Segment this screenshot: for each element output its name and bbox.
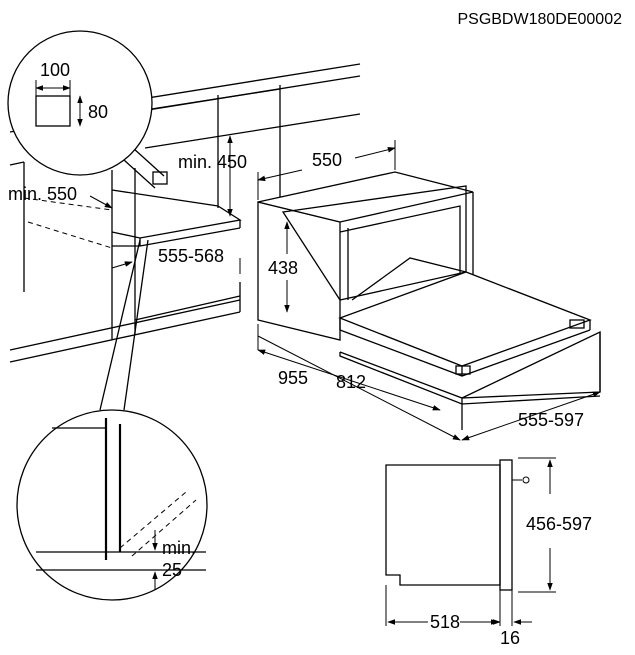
door-open-depth-label: 812 [336,372,366,392]
depth-with-door-label: 955 [278,368,308,388]
oven-width-label: 555-597 [518,410,584,430]
side-view [385,457,556,626]
zoom-leader-top [123,159,156,189]
niche-height-label: 555-568 [158,246,224,266]
side-height-label: 456-597 [526,514,592,534]
detail-min-label: min. [162,538,196,558]
min-depth-label: min. 550 [8,184,77,204]
oven-height-label: 438 [268,258,298,278]
body-depth-label: 518 [430,612,460,632]
oven-body [257,171,601,430]
front-thickness-label: 16 [500,628,520,648]
vent-height-label: 80 [88,102,108,122]
detail-gap-label: 25 [162,560,182,580]
drawing-code: PSGBDW180DE00002 [457,11,622,28]
gap-detail-circle [16,409,208,601]
vent-detail-circle [7,30,153,176]
zoom-leader-bottom [99,239,141,411]
oven-depth-label: 550 [312,150,342,170]
vent-width-label: 100 [40,60,70,80]
min-height-above-label: min. 450 [178,152,247,172]
